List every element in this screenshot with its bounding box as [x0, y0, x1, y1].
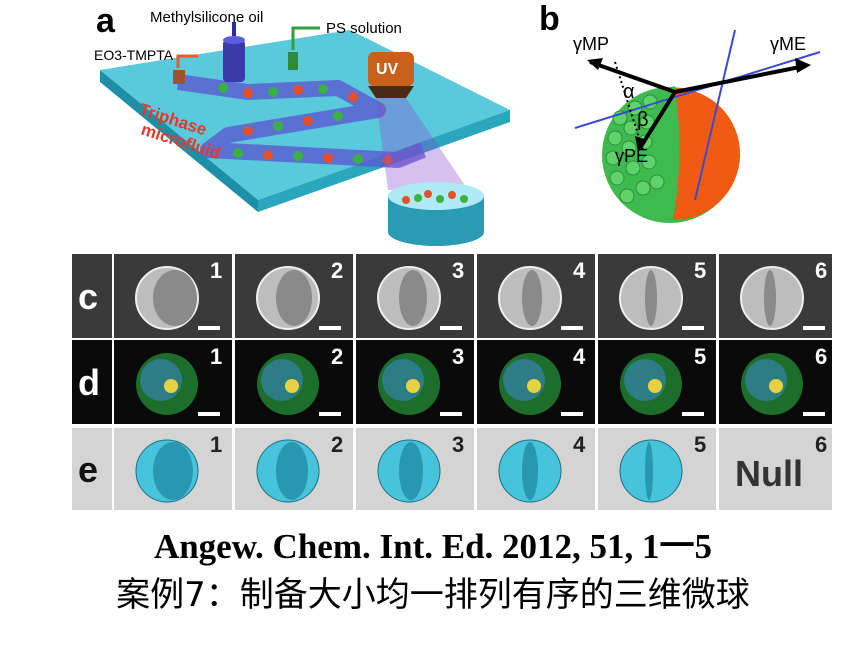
- figure-cell: 5: [598, 340, 716, 424]
- cell-number: 3: [452, 344, 464, 369]
- scale-bar: [319, 412, 341, 416]
- figure-cell: Null 6: [719, 428, 832, 510]
- gamma-pe-label: γPE: [615, 146, 648, 166]
- scale-bar: [561, 412, 583, 416]
- cell-number: 6: [815, 344, 827, 369]
- figure-cell: 1: [114, 428, 232, 510]
- cell-number: 2: [331, 344, 343, 369]
- row-label-bg: [72, 428, 112, 510]
- cell-number: 1: [210, 432, 222, 457]
- inlet-tubes: [173, 36, 298, 84]
- uv-beam: [376, 98, 468, 190]
- figure-cell: 6: [719, 254, 832, 338]
- null-text: Null: [735, 453, 803, 494]
- scale-bar: [440, 326, 462, 330]
- figure-cell: 4: [477, 428, 595, 510]
- scale-bar: [561, 326, 583, 330]
- scale-bar: [682, 412, 704, 416]
- cell-number: 5: [694, 258, 706, 283]
- row-label-e: e: [78, 449, 98, 490]
- cell-number: 3: [452, 432, 464, 457]
- figure-cell: 5: [598, 428, 716, 510]
- gamma-me-label: γME: [770, 34, 806, 54]
- figure-cell: 4: [477, 340, 595, 424]
- figure-cell: 3: [356, 428, 474, 510]
- figure-cell: 6: [719, 340, 832, 424]
- cell-number: 1: [210, 258, 222, 283]
- citation: Angew. Chem. Int. Ed. 2012, 51, 1一5: [153, 527, 713, 566]
- panel-a-figure: a Methylsilicone oil PS solution EO3-TMP…: [94, 2, 510, 246]
- cell-number: 1: [210, 344, 222, 369]
- row-label-bg: [72, 254, 112, 338]
- alpha-label: α: [623, 81, 635, 103]
- eo3-label: EO3-TMPTA: [94, 47, 174, 63]
- scale-bar: [440, 412, 462, 416]
- panel-a-label: a: [96, 2, 116, 40]
- beta-label: β: [637, 109, 649, 131]
- cell-number: 5: [694, 344, 706, 369]
- figure-cell: 2: [235, 340, 353, 424]
- scale-bar: [319, 326, 341, 330]
- row-label-d: d: [78, 362, 100, 403]
- panel-b-figure: b γMP γME γPE α β: [539, 0, 821, 223]
- methylsilicone-label: Methylsilicone oil: [150, 9, 263, 26]
- cell-number: 2: [331, 258, 343, 283]
- scale-bar: [803, 326, 825, 330]
- scale-bar: [803, 412, 825, 416]
- cell-number: 6: [815, 258, 827, 283]
- cell-number: 5: [694, 432, 706, 457]
- cell-number: 2: [331, 432, 343, 457]
- arrowhead-me: [795, 58, 811, 73]
- cell-number: 4: [573, 344, 586, 369]
- tangent-line-2: [694, 29, 736, 201]
- figure-cell: 3: [356, 340, 474, 424]
- cell-number: 6: [815, 432, 827, 457]
- panel-b-label: b: [539, 0, 560, 38]
- microchannel: [176, 74, 426, 168]
- figure-cell: 2: [235, 428, 353, 510]
- gamma-mp-label: γMP: [573, 34, 609, 54]
- scale-bar: [682, 326, 704, 330]
- figure-cell: 1: [114, 254, 232, 338]
- arrowhead-mp: [587, 58, 603, 70]
- figure-cell: 5: [598, 254, 716, 338]
- figure-cell: 2: [235, 254, 353, 338]
- chip-plate-edge: [100, 70, 258, 212]
- uv-lamp: UV: [368, 52, 414, 98]
- tangent-line-1: [574, 51, 821, 129]
- row-label-bg: [72, 340, 112, 424]
- scale-bar: [198, 326, 220, 330]
- collection-dish: [388, 182, 484, 246]
- figure-cell: 3: [356, 254, 474, 338]
- janus-droplets: [218, 83, 393, 165]
- ps-arrow: [291, 26, 320, 50]
- cell-number: 4: [573, 258, 586, 283]
- scale-bar: [198, 412, 220, 416]
- eo3-arrow: [176, 54, 198, 68]
- cell-number: 3: [452, 258, 464, 283]
- figure-cell: 1: [114, 340, 232, 424]
- case-title: 案例7：制备大小均一排列有序的三维微球: [116, 575, 750, 615]
- tension-vectors: [589, 60, 806, 150]
- cell-number: 4: [573, 432, 586, 457]
- figure-cell: 4: [477, 254, 595, 338]
- svg-text:UV: UV: [376, 61, 399, 78]
- arrowhead-pe: [635, 136, 647, 152]
- row-label-c: c: [78, 276, 98, 317]
- dotted-guide: [614, 61, 644, 151]
- ps-solution-label: PS solution: [326, 20, 402, 37]
